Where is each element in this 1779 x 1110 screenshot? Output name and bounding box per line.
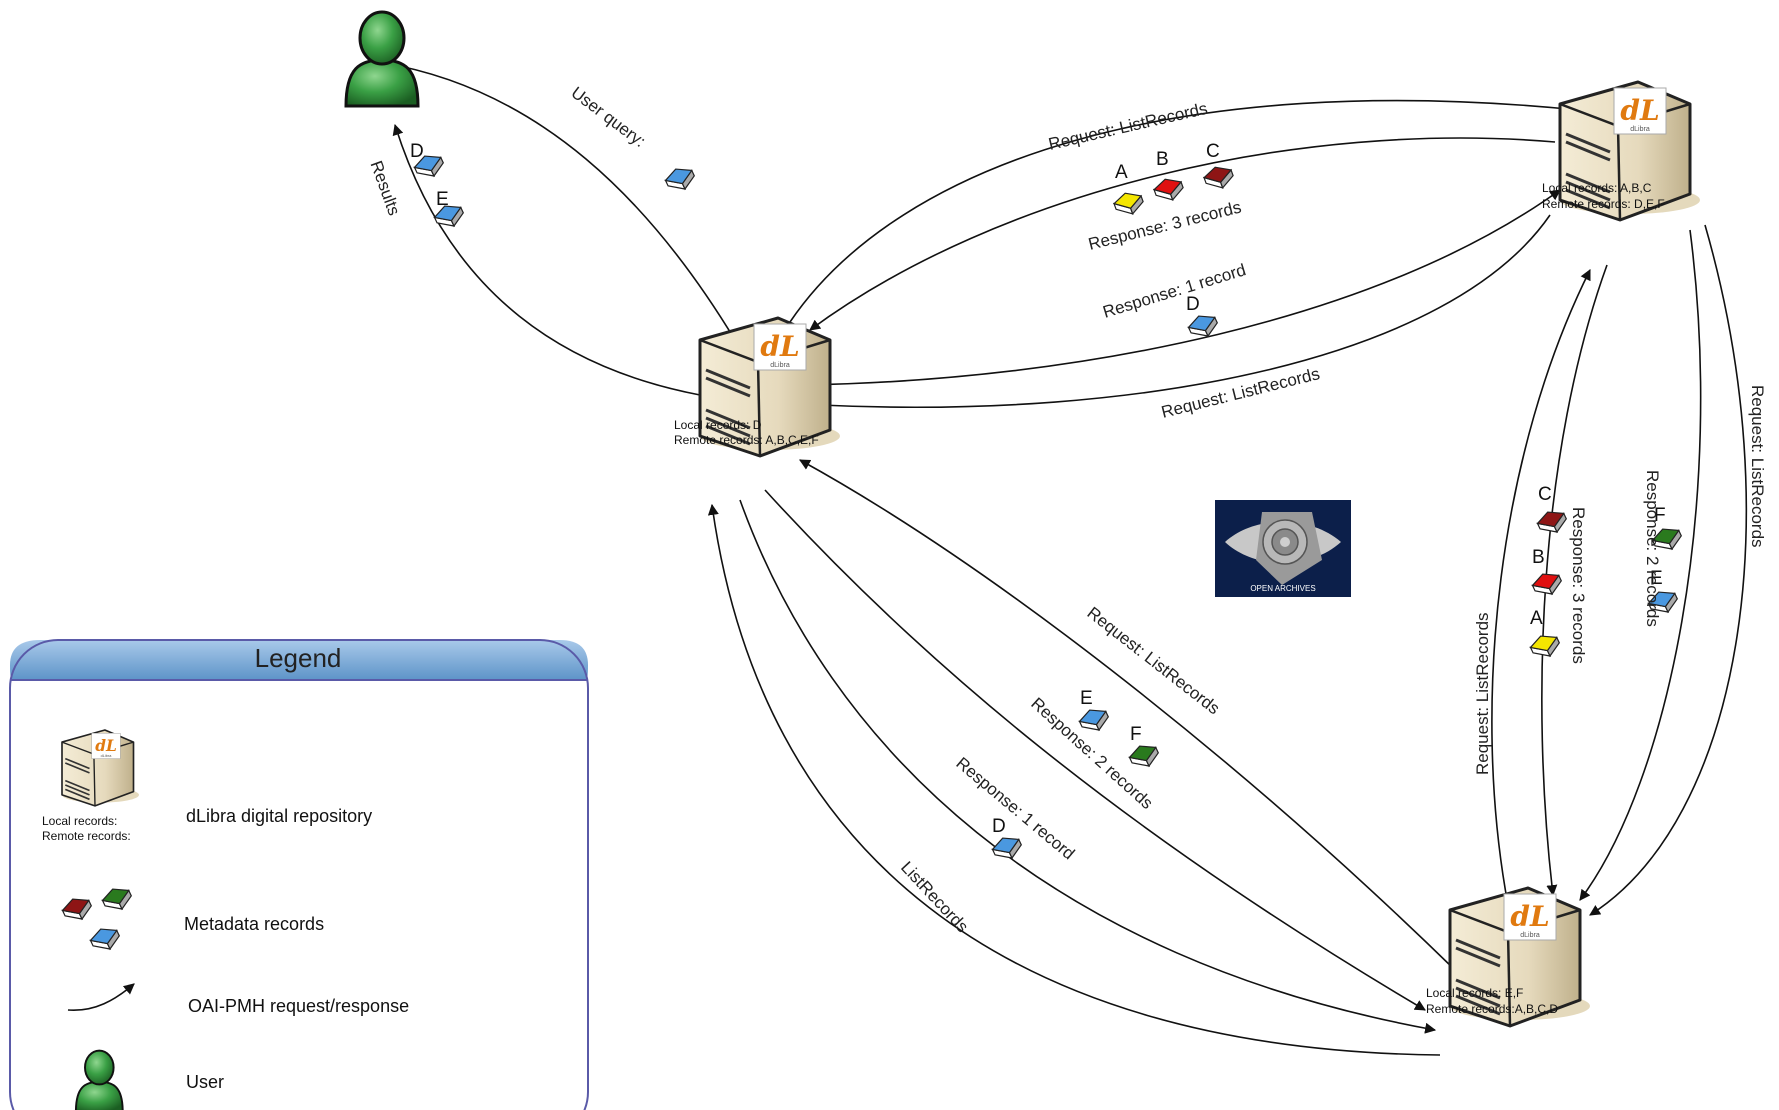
right-record-f: [1649, 522, 1686, 556]
top-record-c: [1201, 161, 1237, 194]
diag-listrecords-arrow: [707, 503, 1441, 1056]
arrows: [383, 62, 1748, 1056]
right-request-label-2: Request: ListRecords: [1748, 385, 1767, 548]
top-response-3-letter-c: C: [1206, 141, 1220, 162]
repository-top-right: Local records: A,B,C Remote records: D,E…: [1542, 80, 1702, 222]
right-response-3-letter-b: B: [1532, 547, 1545, 568]
legend-record-2: [99, 882, 136, 916]
open-archives-logo: OPEN ARCHIVES: [1215, 500, 1351, 597]
legend-mini-local: Local records:: [42, 814, 117, 828]
right-record-b: [1529, 567, 1566, 601]
top-request-label-1: Request: ListRecords: [1047, 99, 1210, 154]
legend-records-label: Metadata records: [184, 914, 324, 934]
oai-logo-text: OPEN ARCHIVES: [1250, 584, 1315, 593]
right-response-3-letter-c: C: [1538, 484, 1552, 505]
diag-request-label: Request: ListRecords: [1084, 603, 1224, 718]
diag-record-e: [1076, 703, 1113, 737]
results-record-d: [411, 149, 448, 183]
repo-top-right-remote: Remote records: D,E,F: [1542, 197, 1665, 211]
results-label: Results: [367, 158, 404, 218]
diag-response-2-letter-e: E: [1080, 688, 1093, 709]
right-request-arrow-2: [1589, 224, 1748, 916]
top-response-1-label: Response: 1 record: [1101, 260, 1248, 322]
right-response-2-arrow: [1579, 229, 1702, 901]
top-response-1-record-d: [1185, 309, 1222, 343]
top-response-3-arrow: [809, 137, 1556, 331]
user-query-label: User query:: [568, 83, 650, 151]
right-response-3-letter-a: A: [1530, 608, 1543, 629]
user-figure: [344, 10, 420, 108]
repo-left-remote: Remote records: A,B,C,E,F: [674, 433, 819, 447]
diag-response-1-arrow: [739, 499, 1437, 1034]
legend-arrow-icon: [67, 983, 135, 1011]
diag-record-f: [1126, 739, 1163, 773]
legend-user-label: User: [186, 1072, 224, 1092]
repo-top-right-local: Local records: A,B,C: [1542, 181, 1652, 195]
right-request-arrow-1: [1491, 269, 1591, 906]
legend-repository-label: dLibra digital repository: [186, 806, 372, 826]
top-response-1-arrow: [804, 189, 1561, 386]
top-response-1-letter-d: D: [1186, 294, 1200, 315]
legend-record-3: [87, 922, 124, 956]
legend: Legend Local records: Remote records: dL…: [9, 639, 589, 1110]
legend-request-label: OAI-PMH request/response: [188, 996, 409, 1016]
results-letter-e: E: [436, 189, 449, 210]
results-letter-d: D: [410, 141, 424, 162]
diag-record-d: [989, 831, 1026, 865]
right-response-3-label: Response: 3 records: [1569, 507, 1588, 664]
legend-mini-remote: Remote records:: [42, 829, 131, 843]
right-record-e: [1645, 585, 1682, 619]
results-arrow: [392, 123, 701, 396]
repository-bottom-right: Local records: E,F Remote records:A,B,C,…: [1426, 886, 1592, 1028]
right-response-2-label: Response: 2 records: [1643, 470, 1662, 627]
diag-listrecords-label: ListRecords: [897, 858, 972, 937]
top-response-3-letter-a: A: [1115, 162, 1128, 183]
right-record-a: [1527, 629, 1564, 663]
right-record-c: [1534, 505, 1571, 539]
user-query-record: [662, 162, 699, 196]
legend-title: Legend: [255, 643, 342, 673]
top-request-arrow-2: [818, 214, 1551, 411]
legend-record-1: [59, 892, 96, 926]
right-response-2-letter-f: F: [1654, 505, 1666, 526]
diag-response-2-arrow: [764, 489, 1426, 1011]
top-record-b: [1151, 173, 1187, 206]
results-record-e: [431, 199, 468, 233]
repo-bottom-right-local: Local records: E,F: [1426, 986, 1523, 1000]
repo-left-local: Local records: D: [674, 418, 762, 432]
right-response-2-letter-e: E: [1650, 568, 1663, 589]
top-record-a: [1111, 187, 1147, 220]
user-query-arrow: [383, 62, 736, 341]
repo-bottom-right-remote: Remote records:A,B,C,D: [1426, 1002, 1558, 1016]
top-request-arrow-1: [789, 99, 1580, 323]
diag-request-arrow: [799, 459, 1456, 971]
top-request-label-2: Request: ListRecords: [1159, 364, 1321, 422]
top-response-3-letter-b: B: [1156, 149, 1169, 170]
repository-left: Local records: D Remote records: A,B,C,E…: [674, 316, 842, 458]
right-request-label-1: Request: ListRecords: [1473, 612, 1492, 775]
diag-response-1-letter-d: D: [992, 816, 1006, 837]
top-response-3-label: Response: 3 records: [1086, 197, 1243, 253]
diag-response-2-letter-f: F: [1130, 724, 1142, 745]
